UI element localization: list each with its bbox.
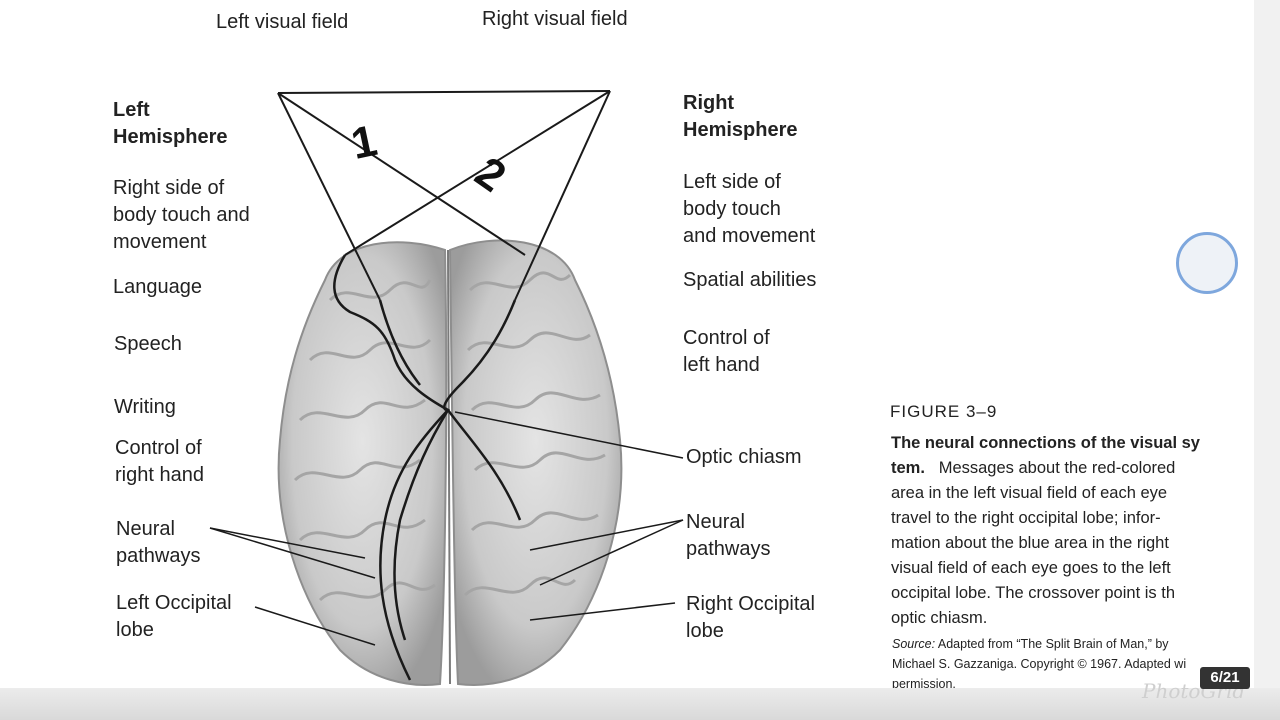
brain-gyri (293, 271, 606, 602)
speech-label: Speech (114, 333, 182, 355)
right-hand-label: Control of right hand (115, 437, 204, 486)
source-line-3: permission. (892, 677, 956, 691)
left-occipital-lobe-label: Left Occipital lobe (116, 592, 232, 641)
page-bottom-shadow (0, 688, 1280, 720)
caption-line-0: Messages about the red-colored (938, 459, 1176, 477)
optic-chiasm-label: Optic chiasm (686, 446, 802, 468)
language-label: Language (113, 276, 202, 298)
visual-field-lines (277, 90, 611, 301)
caption-line-6: optic chiasm. (891, 609, 988, 627)
caption-line-2: travel to the right occipital lobe; info… (891, 509, 1161, 527)
caption-line-4: visual field of each eye goes to the lef… (891, 559, 1171, 577)
page-indicator: 6/21 (1200, 667, 1250, 689)
page-edge (1254, 0, 1280, 720)
source-line-2: Michael S. Gazzaniga. Copyright © 1967. … (892, 657, 1187, 671)
right-hemisphere-heading: Right Hemisphere (683, 92, 798, 141)
left-hemisphere-heading: Left Hemisphere (113, 99, 228, 148)
caption-lead: The neural connections of the visual sy (891, 434, 1200, 452)
leader-lines (209, 411, 684, 646)
optic-pathways (333, 254, 522, 681)
writing-label: Writing (114, 396, 176, 418)
caption-line-3: mation about the blue area in the right (891, 534, 1169, 552)
caption-line-1: area in the left visual field of each ey… (891, 484, 1168, 502)
left-neural-pathways-label: Neural pathways (116, 518, 201, 567)
watermark-logo-icon (1176, 232, 1238, 294)
caption-line-5: occipital lobe. The crossover point is t… (891, 584, 1176, 602)
right-body-touch-label: Left side of body touch and movement (683, 171, 816, 247)
source-label: Source: (892, 637, 936, 651)
source-line-1: Adapted from “The Split Brain of Man,” b… (935, 637, 1169, 651)
left-hand-label: Control of left hand (683, 327, 770, 376)
spatial-abilities-label: Spatial abilities (683, 269, 817, 291)
right-occipital-lobe-label: Right Occipital lobe (686, 593, 815, 642)
left-visual-field-label: Left visual field (216, 11, 349, 33)
figure-number: FIGURE 3–9 (890, 402, 998, 421)
right-visual-field-label: Right visual field (482, 8, 628, 30)
figure-caption: The neural connections of the visual sy … (891, 431, 1254, 631)
caption-lead-2: tem. (891, 459, 925, 477)
left-body-touch-label: Right side of body touch and movement (113, 177, 250, 253)
right-neural-pathways-label: Neural pathways (686, 511, 771, 560)
figure-source: Source: Adapted from “The Split Brain of… (892, 634, 1254, 694)
